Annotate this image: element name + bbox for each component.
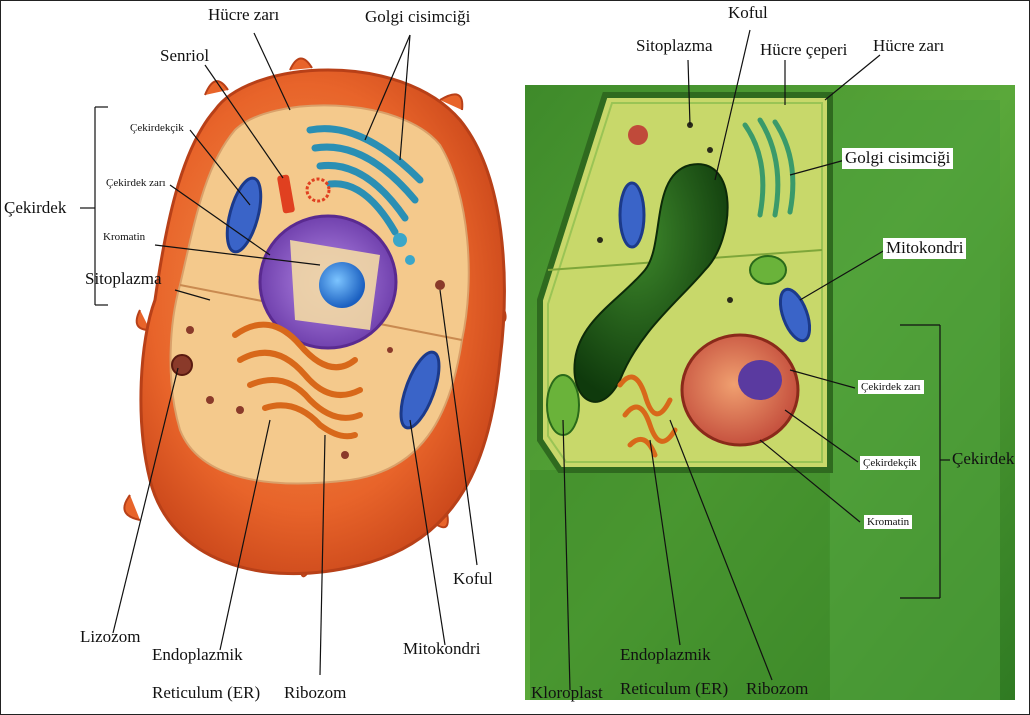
label-animal-sitoplazma: Sitoplazma: [85, 270, 161, 289]
label-animal-ribozom: Ribozom: [284, 684, 346, 703]
plant-nucleus: [682, 335, 798, 445]
label-plant-ribozom: Ribozom: [746, 680, 808, 699]
label-plant-mitokondri: Mitokondri: [883, 238, 966, 259]
label-animal-cekirdek: Çekirdek: [4, 199, 66, 218]
label-animal-cekirdekcik: Çekirdekçik: [130, 122, 184, 134]
label-plant-kromatin: Kromatin: [864, 515, 912, 529]
label-animal-golgi: Golgi cisimciği: [365, 8, 470, 27]
label-animal-cekirdek-zari: Çekirdek zarı: [106, 177, 166, 189]
label-plant-endoplazmik: Endoplazmik: [620, 646, 711, 665]
label-animal-hucre-zari: Hücre zarı: [208, 6, 279, 25]
label-animal-reticulum: Reticulum (ER): [152, 684, 260, 703]
label-animal-mitokondri: Mitokondri: [403, 640, 480, 659]
label-animal-koful: Koful: [453, 570, 493, 589]
label-plant-kloroplast: Kloroplast: [531, 684, 603, 703]
label-animal-endoplazmik: Endoplazmik: [152, 646, 243, 665]
label-plant-hucre-zari: Hücre zarı: [873, 37, 944, 56]
label-plant-cekirdek: Çekirdek: [952, 450, 1014, 469]
label-plant-hucre-ceperi: Hücre çeperi: [760, 41, 847, 60]
animal-cell: [124, 58, 505, 576]
label-animal-kromatin: Kromatin: [103, 231, 145, 243]
plant-cell: [525, 85, 1015, 700]
label-plant-koful: Koful: [728, 4, 768, 23]
label-plant-reticulum: Reticulum (ER): [620, 680, 728, 699]
label-animal-senriol: Senriol: [160, 47, 209, 66]
label-animal-lizozom: Lizozom: [80, 628, 140, 647]
label-plant-sitoplazma: Sitoplazma: [636, 37, 712, 56]
label-plant-cekirdek-zari: Çekirdek zarı: [858, 380, 924, 394]
label-plant-cekirdekcik: Çekirdekçik: [860, 456, 920, 470]
label-plant-golgi: Golgi cisimciği: [842, 148, 953, 169]
